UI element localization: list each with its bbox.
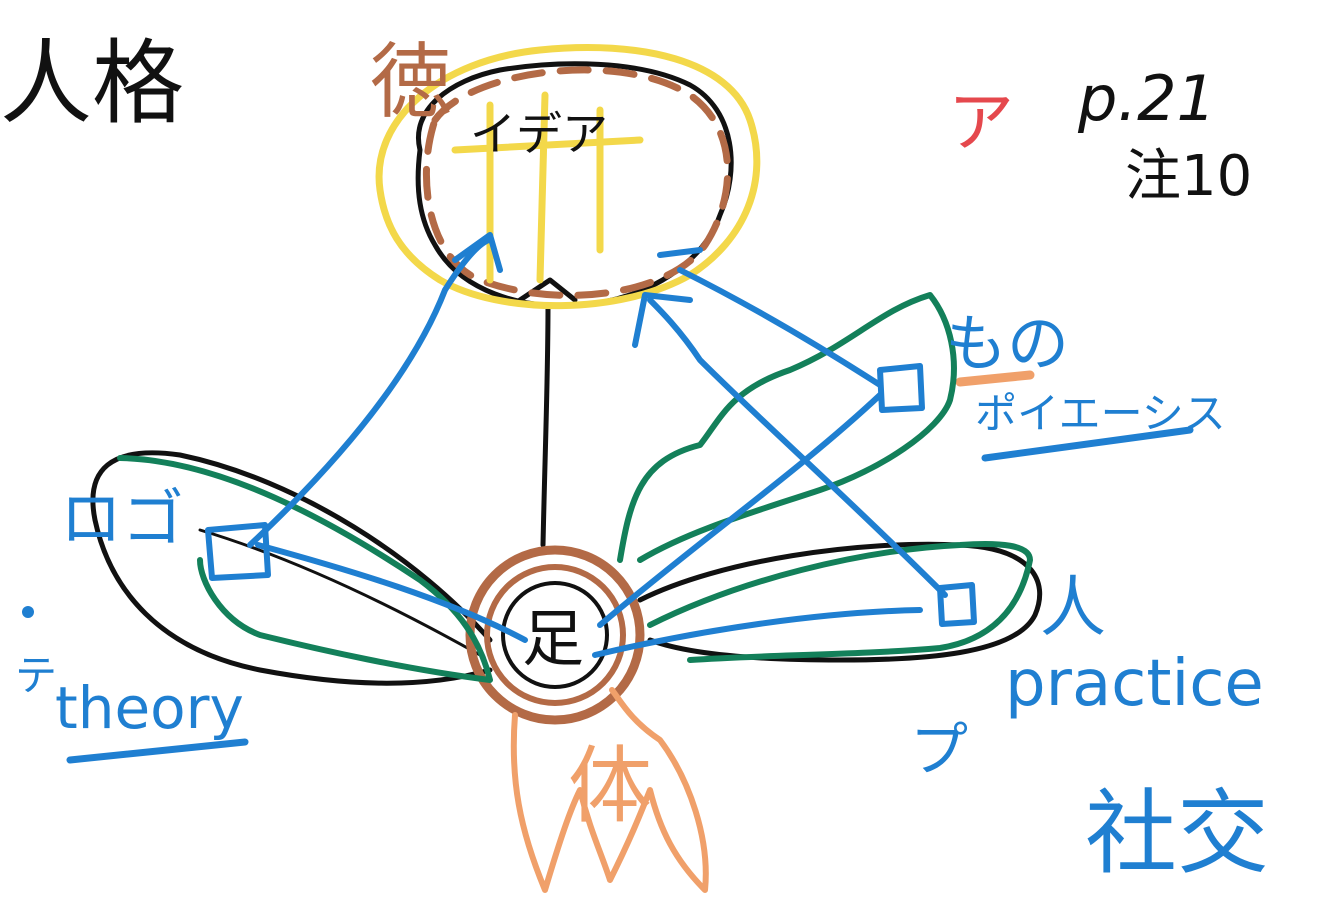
mono-connector (955, 370, 1035, 387)
right-petal-outline (637, 541, 1043, 663)
title-label: 人格 (0, 30, 184, 137)
yellow-ring (375, 44, 761, 310)
mono-label: もの (945, 307, 1069, 380)
toku-label: 徳 (370, 35, 452, 130)
head-outline (415, 61, 734, 309)
blue-dot (22, 606, 34, 618)
hito-label: 人 (1040, 569, 1106, 646)
center-to-mono (597, 392, 883, 628)
center-label: 足 (522, 602, 584, 675)
green-petals (117, 292, 1033, 683)
labels: 人格 徳 イデア ア p.21 注10 ロゴ テ theory もの ポイエーシ… (0, 30, 1269, 887)
arrowhead-right-2 (657, 247, 703, 258)
arrowhead-right (632, 292, 693, 348)
head-dashed-ring (422, 66, 731, 299)
center-to-hito (592, 607, 923, 658)
arrowhead-left (452, 232, 503, 273)
page-ref: p.21 (1077, 62, 1216, 135)
note-ref: 注10 (1125, 144, 1252, 209)
green-right-lower-petal (647, 540, 1033, 663)
center-inner-circle (501, 581, 609, 689)
body-label: 体 (568, 737, 652, 835)
mono-square (877, 363, 925, 413)
hito-square (937, 582, 977, 627)
te-label: テ (15, 651, 57, 700)
black-structure (90, 61, 1043, 689)
society-label: 社交 (1085, 780, 1269, 887)
flame-outline (510, 687, 709, 893)
yellow-ring-group (375, 44, 761, 310)
idea-label: イデア (470, 107, 608, 161)
pra-prefix-label: プ (910, 716, 968, 784)
orange-flame (510, 687, 709, 893)
neck-line (540, 302, 551, 548)
a-mark: ア (948, 84, 1014, 161)
green-left-petal (117, 455, 493, 683)
mono-to-head (677, 267, 883, 388)
yellow-strokes (451, 91, 644, 284)
logos-square (205, 522, 271, 581)
left-petal-outline (90, 450, 493, 686)
blue-connectors (66, 232, 1194, 764)
theory-label: theory (55, 674, 244, 742)
theory-underline (66, 738, 249, 764)
green-right-upper-petal (617, 292, 957, 563)
center-to-logos (255, 542, 528, 643)
left-petal-outline-2 (198, 528, 482, 657)
practice-label: practice (1005, 647, 1264, 721)
logos-to-head (247, 237, 493, 548)
poiesis-underline (981, 426, 1194, 462)
poiesis-label: ポイエーシス (975, 389, 1226, 438)
logos-label: ロゴ (60, 482, 184, 555)
hito-to-head (647, 297, 948, 598)
center-mid-circle (484, 564, 626, 706)
